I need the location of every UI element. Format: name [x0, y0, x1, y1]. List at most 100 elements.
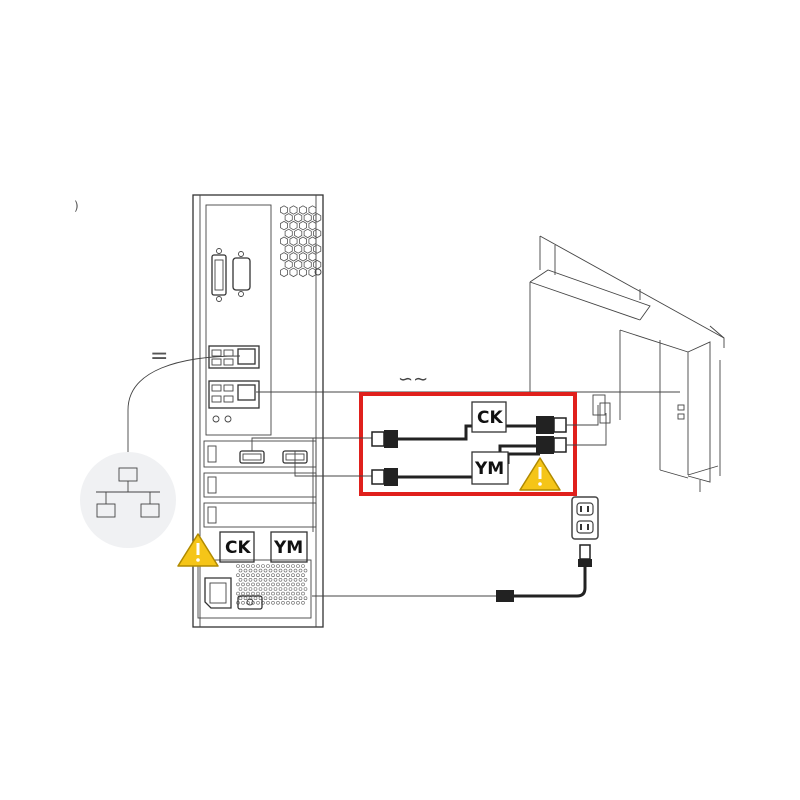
- power-switch[interactable]: [237, 595, 263, 610]
- fan-grille-cell: [308, 267, 317, 278]
- psu-vent-hole: [263, 587, 268, 591]
- ethernet-port-2[interactable]: [237, 384, 256, 401]
- psu-vent-hole: [238, 568, 243, 573]
- psu-vent-hole: [256, 591, 260, 596]
- dvi-port[interactable]: [211, 248, 227, 302]
- psu-vent-hole: [236, 564, 240, 568]
- psu-vent-hole: [271, 600, 275, 605]
- psu-vent-hole: [266, 600, 270, 605]
- psu-vent-hole: [248, 577, 253, 582]
- psu-vent-hole: [296, 600, 300, 605]
- callout-label-ck: CK: [477, 408, 503, 428]
- psu-vent-hole: [271, 564, 275, 568]
- psu-vent-hole: [276, 591, 280, 596]
- psu-vent-hole: [303, 587, 308, 591]
- psu-vent-hole: [301, 564, 305, 568]
- usb-port-4[interactable]: [223, 358, 234, 366]
- usb-port-8[interactable]: [223, 395, 234, 403]
- psu-vent-hole: [283, 568, 288, 573]
- panel-label-ym-box: [270, 531, 308, 563]
- usb-ethernet-row-2: [208, 380, 260, 409]
- usb-port-7[interactable]: [211, 395, 222, 403]
- psu-vent-hole: [273, 577, 278, 582]
- ethernet-port-1[interactable]: [237, 348, 256, 365]
- psu-vent-hole: [288, 577, 293, 582]
- psu-vent-hole: [301, 591, 305, 596]
- crossover-mark: ∽∼: [398, 369, 428, 390]
- psu-vent-hole: [288, 568, 293, 573]
- psu-vent-hole: [256, 582, 260, 587]
- psu-vent-hole: [301, 582, 305, 587]
- callout-label-ym: YM: [474, 459, 504, 479]
- monitor-side-port[interactable]: [599, 402, 611, 424]
- psu-vent-hole: [298, 596, 303, 601]
- fan-grille-cell: [298, 220, 308, 231]
- psu-vent-hole: [263, 577, 268, 582]
- psu-vent-hole: [246, 582, 250, 587]
- audio-jack[interactable]: [224, 415, 232, 423]
- fan-grille-cell: [289, 205, 298, 215]
- plug-right-ym[interactable]: [553, 437, 567, 453]
- fan-grille-cell: [308, 220, 317, 231]
- fan-grille-cell: [279, 236, 289, 246]
- psu-vent-hole: [286, 564, 290, 568]
- psu-vent-hole: [246, 564, 250, 568]
- plug-left-ck[interactable]: [371, 431, 385, 447]
- psu-vent-hole: [291, 591, 295, 596]
- monitor-side-port[interactable]: [592, 394, 606, 416]
- pc-tower: [192, 194, 324, 628]
- audio-jack[interactable]: [212, 415, 220, 423]
- fan-grille-cell: [313, 244, 322, 254]
- psu-vent-hole: [253, 568, 258, 573]
- fan-grille-cell: [298, 267, 308, 278]
- psu-vent-hole: [268, 577, 273, 582]
- psu-vent-hole: [286, 582, 290, 587]
- wall-outlet-icon[interactable]: [571, 496, 599, 540]
- plug-right-ck[interactable]: [553, 417, 567, 433]
- psu-vent-hole: [301, 600, 305, 605]
- usb-port-1[interactable]: [211, 349, 222, 357]
- power-plug[interactable]: [578, 544, 592, 567]
- psu-vent-hole: [251, 582, 255, 587]
- psu-vent-hole: [271, 591, 275, 596]
- psu-vent-hole: [246, 573, 250, 578]
- usb-port-5[interactable]: [211, 384, 222, 392]
- fan-grille-cell: [303, 244, 312, 254]
- fan-grille-cell: [294, 213, 303, 223]
- psu-vent-hole: [291, 573, 295, 578]
- fan-grille-cell: [279, 220, 289, 231]
- fan-grille-cell: [303, 259, 312, 270]
- panel-label-ck: CK: [225, 538, 251, 558]
- fan-grille-cell: [308, 205, 317, 215]
- vga-port[interactable]: [232, 251, 251, 297]
- power-cable: [514, 567, 587, 598]
- psu-vent-hole: [238, 587, 243, 591]
- psu-vent-hole: [241, 573, 245, 578]
- psu-vent-hole: [291, 600, 295, 605]
- psu-vent-hole: [261, 591, 265, 596]
- usb-port-6[interactable]: [223, 384, 234, 392]
- fan-grille-cell: [298, 236, 308, 246]
- psu-vent-hole: [281, 591, 285, 596]
- usb-port-3[interactable]: [211, 358, 222, 366]
- network-cable: [127, 355, 241, 460]
- fan-grille-cell: [303, 213, 312, 223]
- psu-vent-hole: [276, 600, 280, 605]
- psu-vent-hole: [253, 587, 258, 591]
- psu-vent-hole: [268, 587, 273, 591]
- psu-vent-hole: [241, 582, 245, 587]
- psu-vent-hole: [268, 568, 273, 573]
- power-inlet[interactable]: [204, 577, 232, 609]
- gpu-port-ck[interactable]: [239, 450, 265, 464]
- psu-vent-hole: [296, 564, 300, 568]
- usb-port-2[interactable]: [223, 349, 234, 357]
- psu-vent-hole: [296, 573, 300, 578]
- psu-vent-hole: [278, 577, 283, 582]
- psu-vent-grille: [236, 564, 308, 605]
- plug-left-ym[interactable]: [371, 469, 385, 485]
- psu-vent-hole: [238, 596, 243, 601]
- fan-grille-cell: [289, 236, 298, 246]
- equals-mark: =: [150, 344, 168, 369]
- psu-vent-hole: [243, 596, 248, 601]
